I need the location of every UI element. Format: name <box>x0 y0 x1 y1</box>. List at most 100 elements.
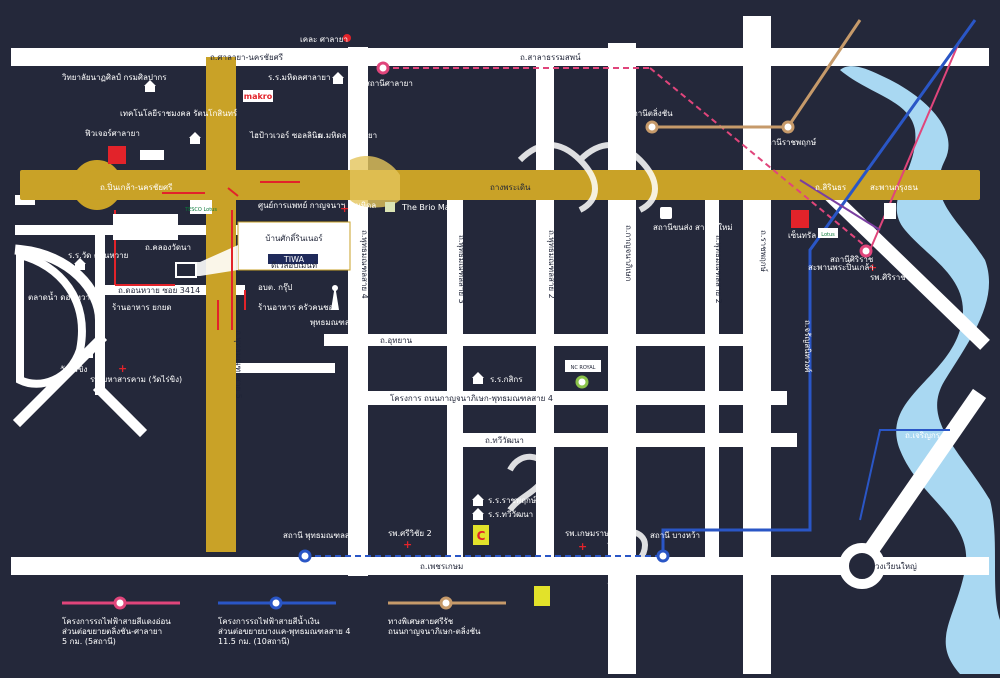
legend-blue-1: โครงการรถไฟฟ้าสายสีน้ำเงิน <box>218 615 320 626</box>
makro-icon <box>243 90 273 102</box>
school-icon-8 <box>472 508 484 514</box>
road-phutthamonthon4: ถ.พุทธมณฑลสาย 4 <box>360 230 369 299</box>
road-charoenkrung: ถ.เจริญกรุง <box>905 431 944 440</box>
label-phutthamonthon4-station: สถานี พุทธมณฑลสาย 4 <box>283 531 367 540</box>
label-talad-donwai: ตลาดน้ำ ดอนหวาย <box>28 291 95 302</box>
road-phetkasem: ถ.เพชรเกษม <box>420 562 463 571</box>
hospital-icon-3: + <box>403 538 412 551</box>
stations <box>298 34 873 563</box>
label-brio: The Brio Mall <box>401 203 454 212</box>
school-icon-4 <box>74 258 86 264</box>
label-school-ratchaphruek: ร.ร.ราชพฤกษ์ <box>488 495 536 505</box>
label-sri-vichai: รพ.ศรีวิชัย 2 <box>388 529 432 538</box>
ratchaphruek-station-marker <box>781 120 795 134</box>
legend: โครงการรถไฟฟ้าสายสีแดงอ่อน ส่วนต่อขยายตล… <box>62 596 506 646</box>
label-bang-wa: สถานี บางหว้า <box>650 531 700 540</box>
road-uthayan: ถ.อุทยาน <box>380 336 413 345</box>
bangwa-station-marker <box>656 549 670 563</box>
school-icon-6 <box>472 372 484 378</box>
label-restaurant-2: ร้านอาหาร ครัวคนชอบ <box>258 303 338 312</box>
school-icon-5 <box>82 346 94 352</box>
wong-wian-yai-roundabout <box>839 543 885 589</box>
road-krungthon: สะพานกรุงธน <box>870 183 918 192</box>
label-school-donwai: ร.ร.วัด ดอนหวาย <box>68 251 128 260</box>
legend-pink-1: โครงการรถไฟฟ้าสายสีแดงอ่อน <box>62 616 171 626</box>
label-restaurant: ร้านอาหาร ยกยด <box>112 303 172 312</box>
big-c-label: C <box>477 529 486 543</box>
road-kanchana-project: โครงการ ถนนกาญจนาภิเษก-พุทธมณฑลสาย 4 <box>390 393 553 403</box>
project-sub: TIWA <box>283 255 305 264</box>
hospital-icon-2: + <box>118 362 127 375</box>
road-phutthamonthon2: ถ.พุทธมณฑลสาย 2 <box>547 230 556 299</box>
label-wat-rai-khing: วัดไร่ขิง <box>60 365 87 374</box>
road-phutthamonthon1: ถ.พุทธมณฑลสาย 2 <box>714 235 723 304</box>
school-icon-1 <box>144 80 156 86</box>
label-school-kaset: ร.ร.กสิกร <box>490 375 523 384</box>
legend-tan-1: ทางพิเศษสายศรีรัช <box>388 617 454 626</box>
road-phutthamonthon5: ถ.พุทธมณฑลสาย 5 <box>234 330 243 399</box>
label-salaya-top: เคละ ศาลายา <box>300 35 348 44</box>
label-rpk-hospital: รพ.มหาสารคาม (วัดไร่ขิง) <box>90 375 182 384</box>
legend-blue-2: ส่วนต่อขยายบางแค-พุทธมณฑลสาย 4 <box>218 627 350 636</box>
hospital-icon-4: + <box>578 540 587 553</box>
legend-tan-2: ถนนกาญจนาภิเษก-ตลิ่งชัน <box>388 625 481 636</box>
road-khlong-wat-na: ถ.คลองวัดนา <box>145 243 191 252</box>
gold-roads <box>20 57 980 552</box>
road-labels: ถ.ศาลายา-นครชัยศรี ถ.สาลาธรรมสพน์ ถ.ปิ่น… <box>100 52 944 571</box>
poi-icons: makro TESCO Lotus Lotus C NC ROYAL + + +… <box>74 72 896 606</box>
nc-royal-label: NC ROYAL <box>571 365 596 371</box>
road-charansanitwong: ถ.จรัญสนิทวงศ์ <box>803 320 813 372</box>
hospital-icon-5: + <box>868 261 877 274</box>
chao-phraya-river <box>840 66 1000 675</box>
project-tag: ดีเวลอปเมนท์ <box>271 260 317 270</box>
label-tech-school: เทคโนโลยีราชมงคล รัตนโกสินทร์ <box>120 108 238 118</box>
road-donwai: ถ.ดอนหวาย ซอย 3414 <box>118 286 200 295</box>
project-box[interactable]: บ้านศักดิ์รินเนอร์ TIWA ดีเวลอปเมนท์ <box>237 221 351 271</box>
road-borom: ถางพระเดิน <box>490 183 531 192</box>
label-kasem-rat: รพ.เกษมราษฎร์ <box>565 528 620 538</box>
big-c-icon <box>473 525 489 545</box>
future-icon <box>140 150 164 160</box>
label-salaya-station: สถานีศาลายา <box>365 79 413 88</box>
nc-royal-icon <box>565 360 601 372</box>
the-brio-icon <box>385 202 395 212</box>
hospital-icon-1: + <box>340 202 349 215</box>
tesco-label-2: Lotus <box>821 232 835 238</box>
right-icon <box>884 203 896 219</box>
label-school-thawi: ร.ร.ทวีวัฒนา <box>488 510 533 519</box>
road-thawi: ถ.ทวีวัฒนา <box>485 436 524 445</box>
legend-blue-3: 11.5 กม. (10สถานี) <box>218 637 290 646</box>
school-icon-2 <box>332 72 344 78</box>
label-sirirat-station: สถานีศิริราช <box>830 255 874 264</box>
road-wongwianyai: วงเวียนใหญ่ <box>875 562 917 571</box>
salaya-station-marker <box>376 61 390 75</box>
road-grid <box>11 16 990 678</box>
label-sirirat-hosp: รพ.ศิริราช <box>870 273 906 282</box>
project-billboard <box>113 214 178 240</box>
phutthamonthon4-station-marker <box>298 549 312 563</box>
left-pond <box>16 249 86 388</box>
label-college-arts: วิทยาลัยนาฏศิลป์ กรมศิลปากร <box>61 72 167 82</box>
pinklao-station-marker <box>645 120 659 134</box>
tesco-lotus-icon <box>190 200 212 214</box>
legend-pink-2: ส่วนต่อขยายตลิ่งชัน-ศาลายา <box>62 625 162 636</box>
nc-royal-marker <box>575 375 589 389</box>
label-sirirat-road: สะพานพระปิ่นเกล้า <box>808 261 874 272</box>
label-abtor: อบต. กรุ๊ป <box>258 282 292 292</box>
central-pinklao-icon <box>791 210 809 228</box>
project-location-marker <box>175 262 197 278</box>
tesco-lotus-icon-2 <box>818 228 838 238</box>
legend-pink-3: 5 กม. (5สถานี) <box>62 637 116 646</box>
label-mahidol: ม.มหิดล ศาลายา <box>318 131 377 140</box>
label-hospital: ศูนย์การแพทย์ กาญจนาฯ ม.มหิดล <box>258 200 376 211</box>
road-salaya-nakhonchaisri: ถ.ศาลายา-นครชัยศรี <box>210 53 284 62</box>
road-sirinthorn: ถ.สิรินธร <box>815 183 847 192</box>
tesco-label: TESCO Lotus <box>184 207 217 213</box>
place-labels: เคละ ศาลายา สถานีศาลายา วิทยาลัยนาฏศิลป์… <box>28 35 906 540</box>
salaya-top-marker <box>343 34 351 42</box>
road-kanchanaphisek: ถ.กาญจนาภิเษก <box>624 225 633 281</box>
makro-label: makro <box>244 92 273 101</box>
road-phutthamonthon3: ถ.พุทธมณฑลสาย 3 <box>457 235 466 304</box>
